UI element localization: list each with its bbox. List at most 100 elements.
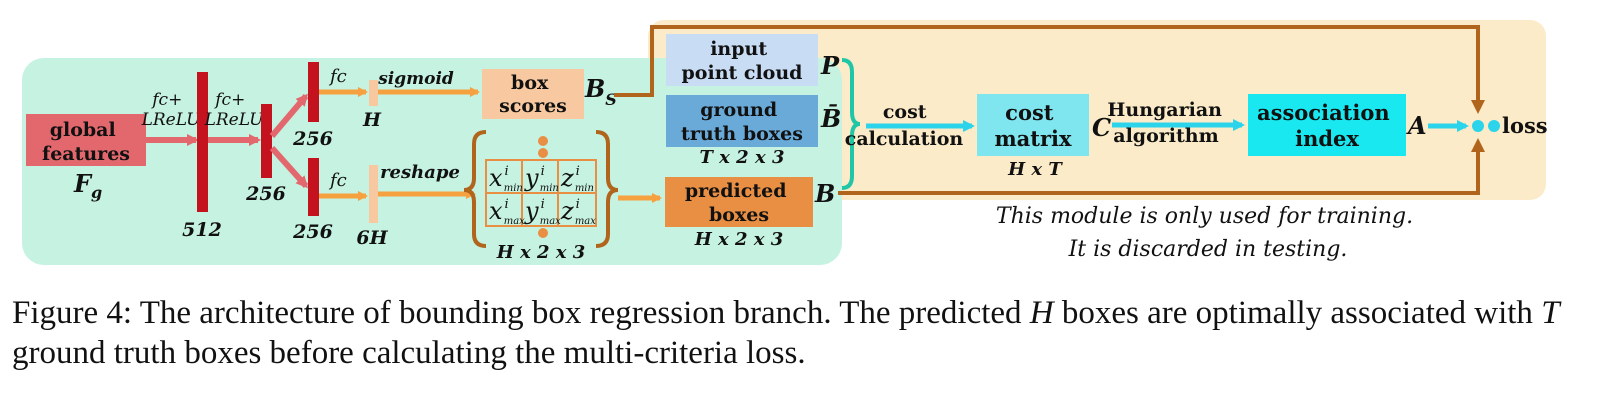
input-point-cloud-symbol: P: [820, 51, 840, 80]
svg-text:ground truth boxes: ground truth boxes: [681, 99, 803, 145]
cost-matrix-label-1: cost: [1005, 100, 1054, 125]
loss-label: loss: [1502, 113, 1548, 138]
cost-matrix-symbol: C: [1092, 113, 1111, 142]
association-symbol: A: [1406, 111, 1427, 140]
svg-text:input point cloud: input point cloud: [682, 38, 803, 84]
dim-256-mid-label: 256: [245, 183, 286, 205]
box-scores-label-1: box: [511, 72, 549, 94]
svg-text:cost matrix: cost matrix: [994, 100, 1072, 151]
svg-text:box scores: box scores: [499, 72, 567, 117]
svg-text:fc+ LReLU: fc+ LReLU: [141, 90, 202, 130]
fc-top-label: fc: [328, 66, 347, 87]
dim-256-top-label: 256: [292, 128, 333, 150]
input-point-cloud-box: [666, 34, 818, 86]
caption-prefix: Figure 4: The architecture of bounding b…: [12, 295, 1030, 331]
svg-text:This module is only used for t: This module is only used for training. I…: [996, 204, 1420, 262]
layer-256-mid-bar: [261, 104, 272, 178]
regression-branch-panel: [22, 58, 842, 265]
cost-calculation-label-2: calculation: [845, 128, 964, 150]
input-point-cloud-label-1: input: [710, 38, 767, 60]
arrow-predicted-to-loss: [838, 138, 1485, 195]
layer-512-bar: [197, 72, 208, 212]
matrix-right-brace: [595, 130, 619, 248]
svg-text:Hungarian algorithm: Hungarian algorithm: [1107, 99, 1228, 147]
layer-256-top-bar: [308, 62, 319, 122]
association-index-box: [1248, 94, 1406, 156]
loss-dot-2: [1488, 120, 1500, 132]
association-index-label-2: index: [1295, 126, 1359, 151]
gt-boxes-symbol: B̄: [820, 104, 841, 133]
cost-matrix-box: [977, 94, 1089, 156]
inputs-brace: [841, 58, 861, 190]
predicted-boxes-dims: H x 2 x 3: [694, 229, 784, 250]
fc-lrelu-1-top: fc+: [150, 90, 182, 110]
layer-256-bottom-bar: [308, 158, 319, 216]
sigmoid-label: sigmoid: [377, 69, 454, 89]
svg-text:Fg: Fg: [73, 169, 102, 202]
gt-boxes-label-1: ground: [700, 99, 777, 121]
note-line-1: This module is only used for training.: [996, 204, 1413, 229]
predicted-boxes-box: [665, 177, 813, 227]
fc-lrelu-2-bottom: LReLU: [204, 110, 265, 130]
loss-dot-1: [1472, 120, 1484, 132]
dim-6H-label: 6H: [356, 227, 388, 249]
hungarian-label-1: Hungarian: [1107, 99, 1222, 121]
predicted-boxes-symbol: B: [814, 179, 835, 208]
hungarian-label-2: algorithm: [1113, 125, 1218, 147]
matrix-dot-bottom: [538, 228, 548, 238]
matrix-dot-top-2: [538, 148, 548, 158]
association-index-label-1: association: [1257, 100, 1390, 125]
layer-H-bar: [369, 80, 378, 106]
arrow-256-to-top: [269, 93, 309, 138]
global-features-label-1: global: [50, 119, 116, 141]
matrix-dims-label: H x 2 x 3: [496, 242, 586, 263]
svg-text:cost calculation: cost calculation: [845, 101, 964, 150]
global-features-symbol-sub: g: [91, 183, 102, 202]
svg-text:association index: association index: [1257, 100, 1397, 151]
predicted-boxes-label-1: predicted: [685, 180, 787, 202]
arrow-box-scores-to-loss: [614, 25, 1485, 114]
svg-text:global features: global features: [42, 119, 130, 165]
gt-boxes-box: [666, 95, 818, 147]
arrow-256-to-bottom: [269, 145, 309, 189]
fc-bottom-label: fc: [328, 170, 347, 191]
figure-caption: Figure 4: The architecture of bounding b…: [12, 293, 1608, 373]
global-features-symbol: F: [73, 169, 93, 198]
svg-text:fc+ LReLU: fc+ LReLU: [204, 90, 265, 130]
caption-var-h: H: [1029, 295, 1054, 331]
cost-matrix-dims: H x T: [1007, 159, 1063, 180]
svg-text:BS: BS: [584, 74, 617, 109]
gt-boxes-dims: T x 2 x 3: [700, 147, 785, 168]
dim-512-label: 512: [182, 219, 222, 241]
cost-calculation-label-1: cost: [883, 101, 927, 123]
reshape-label: reshape: [380, 162, 460, 183]
caption-var-t: T: [1541, 295, 1560, 331]
svg-text:predicted boxes: predicted boxes: [685, 180, 793, 226]
box-scores-box: [482, 69, 584, 119]
fc-lrelu-2-top: fc+: [213, 90, 245, 110]
note-line-2: It is discarded in testing.: [1068, 237, 1348, 262]
dim-256-bottom-label: 256: [292, 221, 333, 243]
predicted-boxes-label-2: boxes: [709, 204, 769, 226]
dim-H-label: H: [362, 109, 382, 131]
gt-boxes-label-2: truth boxes: [681, 123, 803, 145]
box-scores-label-2: scores: [499, 95, 567, 117]
cost-matrix-label-2: matrix: [994, 126, 1072, 151]
matrix-dot-top-1: [538, 136, 548, 146]
box-scores-symbol-sub: S: [605, 90, 617, 109]
caption-suffix: ground truth boxes before calculating th…: [12, 335, 806, 371]
box-scores-symbol: B: [584, 74, 605, 103]
layer-6H-bar: [369, 165, 378, 223]
input-point-cloud-label-2: point cloud: [682, 62, 803, 84]
global-features-box: [26, 114, 146, 166]
fc-lrelu-1-bottom: LReLU: [141, 110, 202, 130]
global-features-label-2: features: [42, 143, 130, 165]
